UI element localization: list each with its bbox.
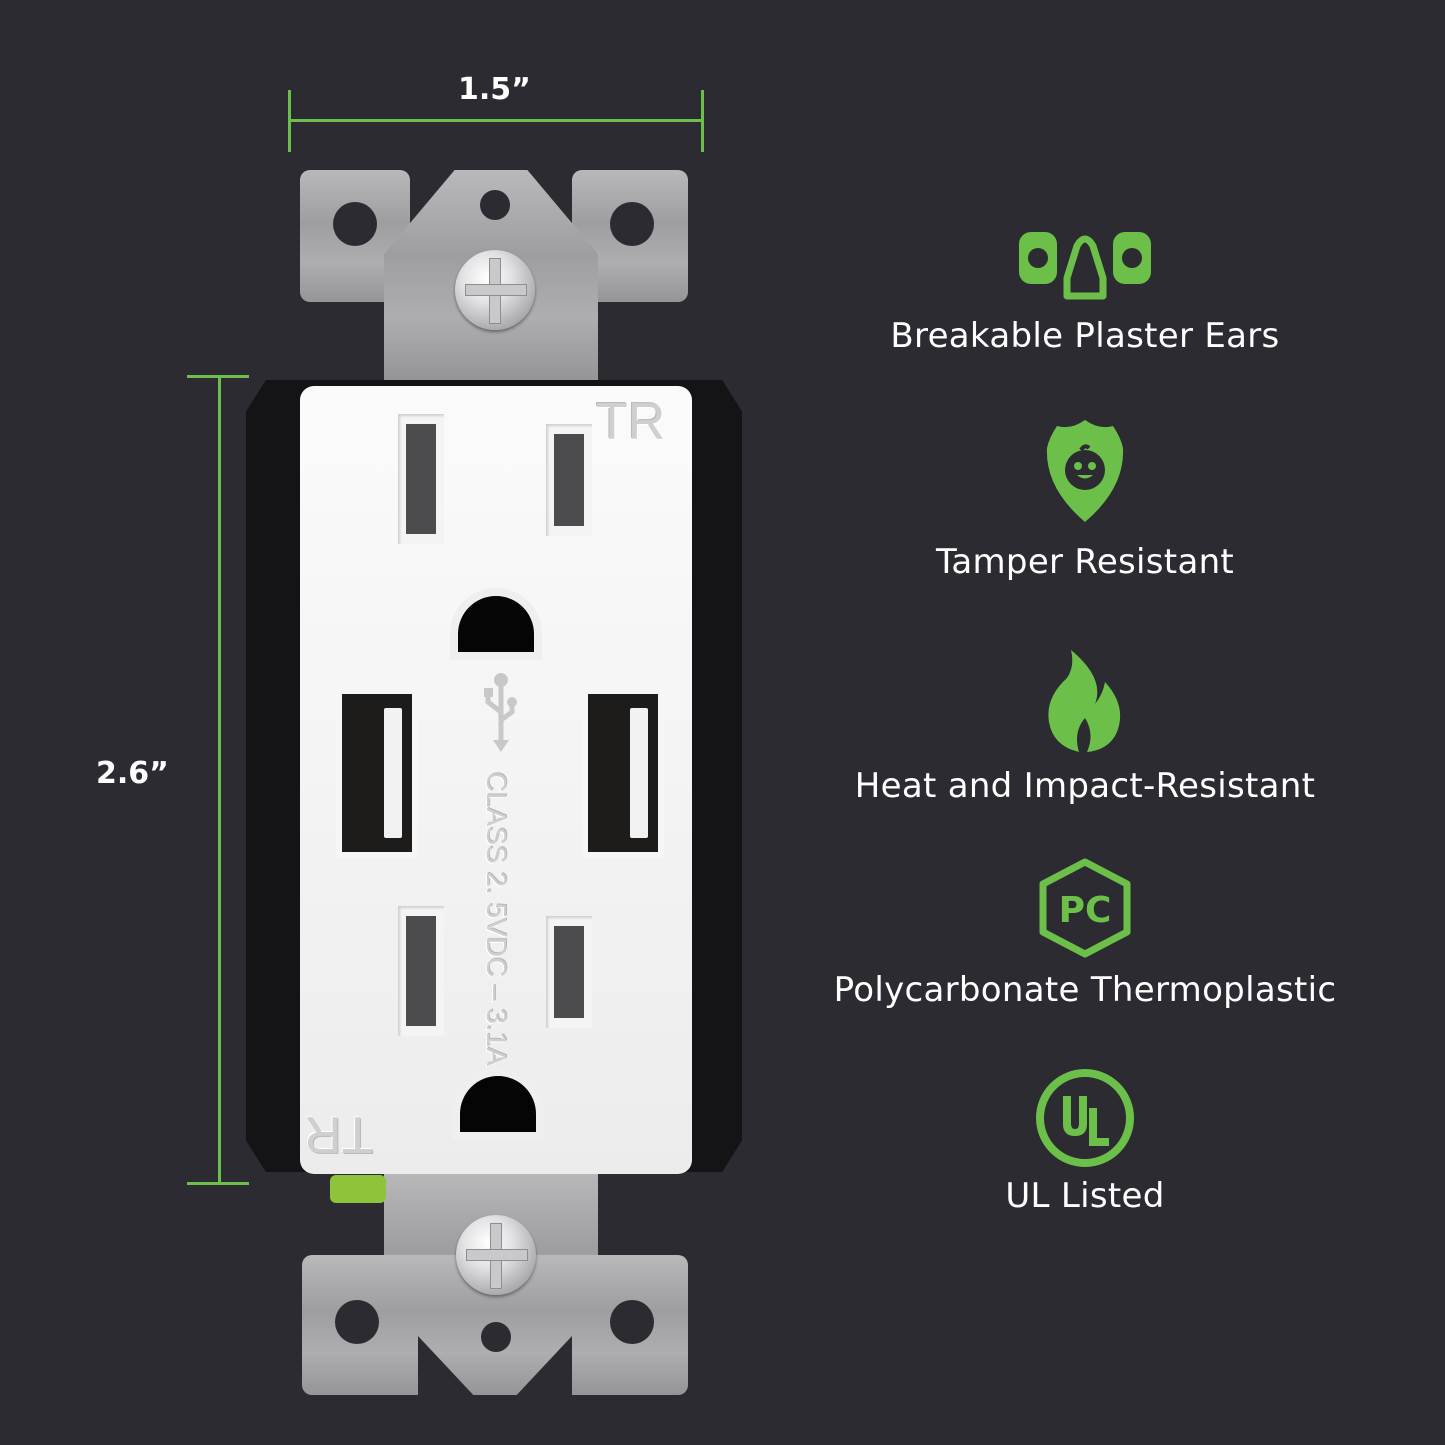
lower-ground-hole (460, 1076, 536, 1132)
ul-circle-icon (1036, 1069, 1134, 1167)
lower-neutral-slot (398, 906, 444, 1036)
feature-label: UL Listed (1005, 1176, 1165, 1216)
plaster-ears-icon (1019, 232, 1151, 300)
upper-hot-slot (546, 424, 592, 536)
mounting-hole (335, 1300, 379, 1344)
usb-rating-text: CLASS 2. 5VDC – 3.1A (481, 772, 512, 1067)
upper-neutral-slot (398, 414, 444, 544)
tr-marking-top: TR (596, 393, 666, 451)
usb-port-right (588, 694, 658, 852)
lower-hot-slot (546, 916, 592, 1028)
top-screw-icon (455, 250, 535, 330)
mounting-hole (481, 1322, 511, 1352)
mounting-hole (333, 202, 377, 246)
width-label: 1.5” (458, 72, 531, 107)
feature-item-tamper-resistant: Tamper Resistant (820, 418, 1350, 582)
svg-text:PC: PC (1059, 890, 1112, 931)
mounting-hole (480, 190, 510, 220)
ground-screw-green (330, 1175, 386, 1203)
bottom-screw-icon (456, 1215, 536, 1295)
height-dimension-line (218, 376, 221, 1184)
mounting-hole (610, 202, 654, 246)
flame-icon (1048, 650, 1121, 752)
usb-icon (484, 673, 517, 752)
shield-baby-icon (1046, 420, 1124, 522)
width-dimension-line (289, 119, 703, 122)
upper-ground-hole (458, 596, 534, 652)
feature-item-polycarbonate: PC Polycarbonate Thermoplastic (820, 858, 1350, 1010)
mounting-hole (610, 1300, 654, 1344)
feature-item-heat-resistant: Heat and Impact-Resistant (820, 648, 1350, 806)
usb-port-left (342, 694, 412, 852)
tr-marking-bottom: TR (304, 1105, 374, 1163)
feature-item-plaster-ears: Breakable Plaster Ears (820, 228, 1350, 356)
feature-label: Polycarbonate Thermoplastic (833, 970, 1337, 1010)
feature-item-ul-listed: UL Listed (820, 1066, 1350, 1216)
pc-hexagon-icon: PC (1039, 858, 1131, 958)
feature-label: Heat and Impact-Resistant (854, 766, 1316, 806)
height-label: 2.6” (96, 756, 169, 791)
feature-label: Tamper Resistant (935, 542, 1235, 582)
feature-label: Breakable Plaster Ears (890, 316, 1280, 356)
